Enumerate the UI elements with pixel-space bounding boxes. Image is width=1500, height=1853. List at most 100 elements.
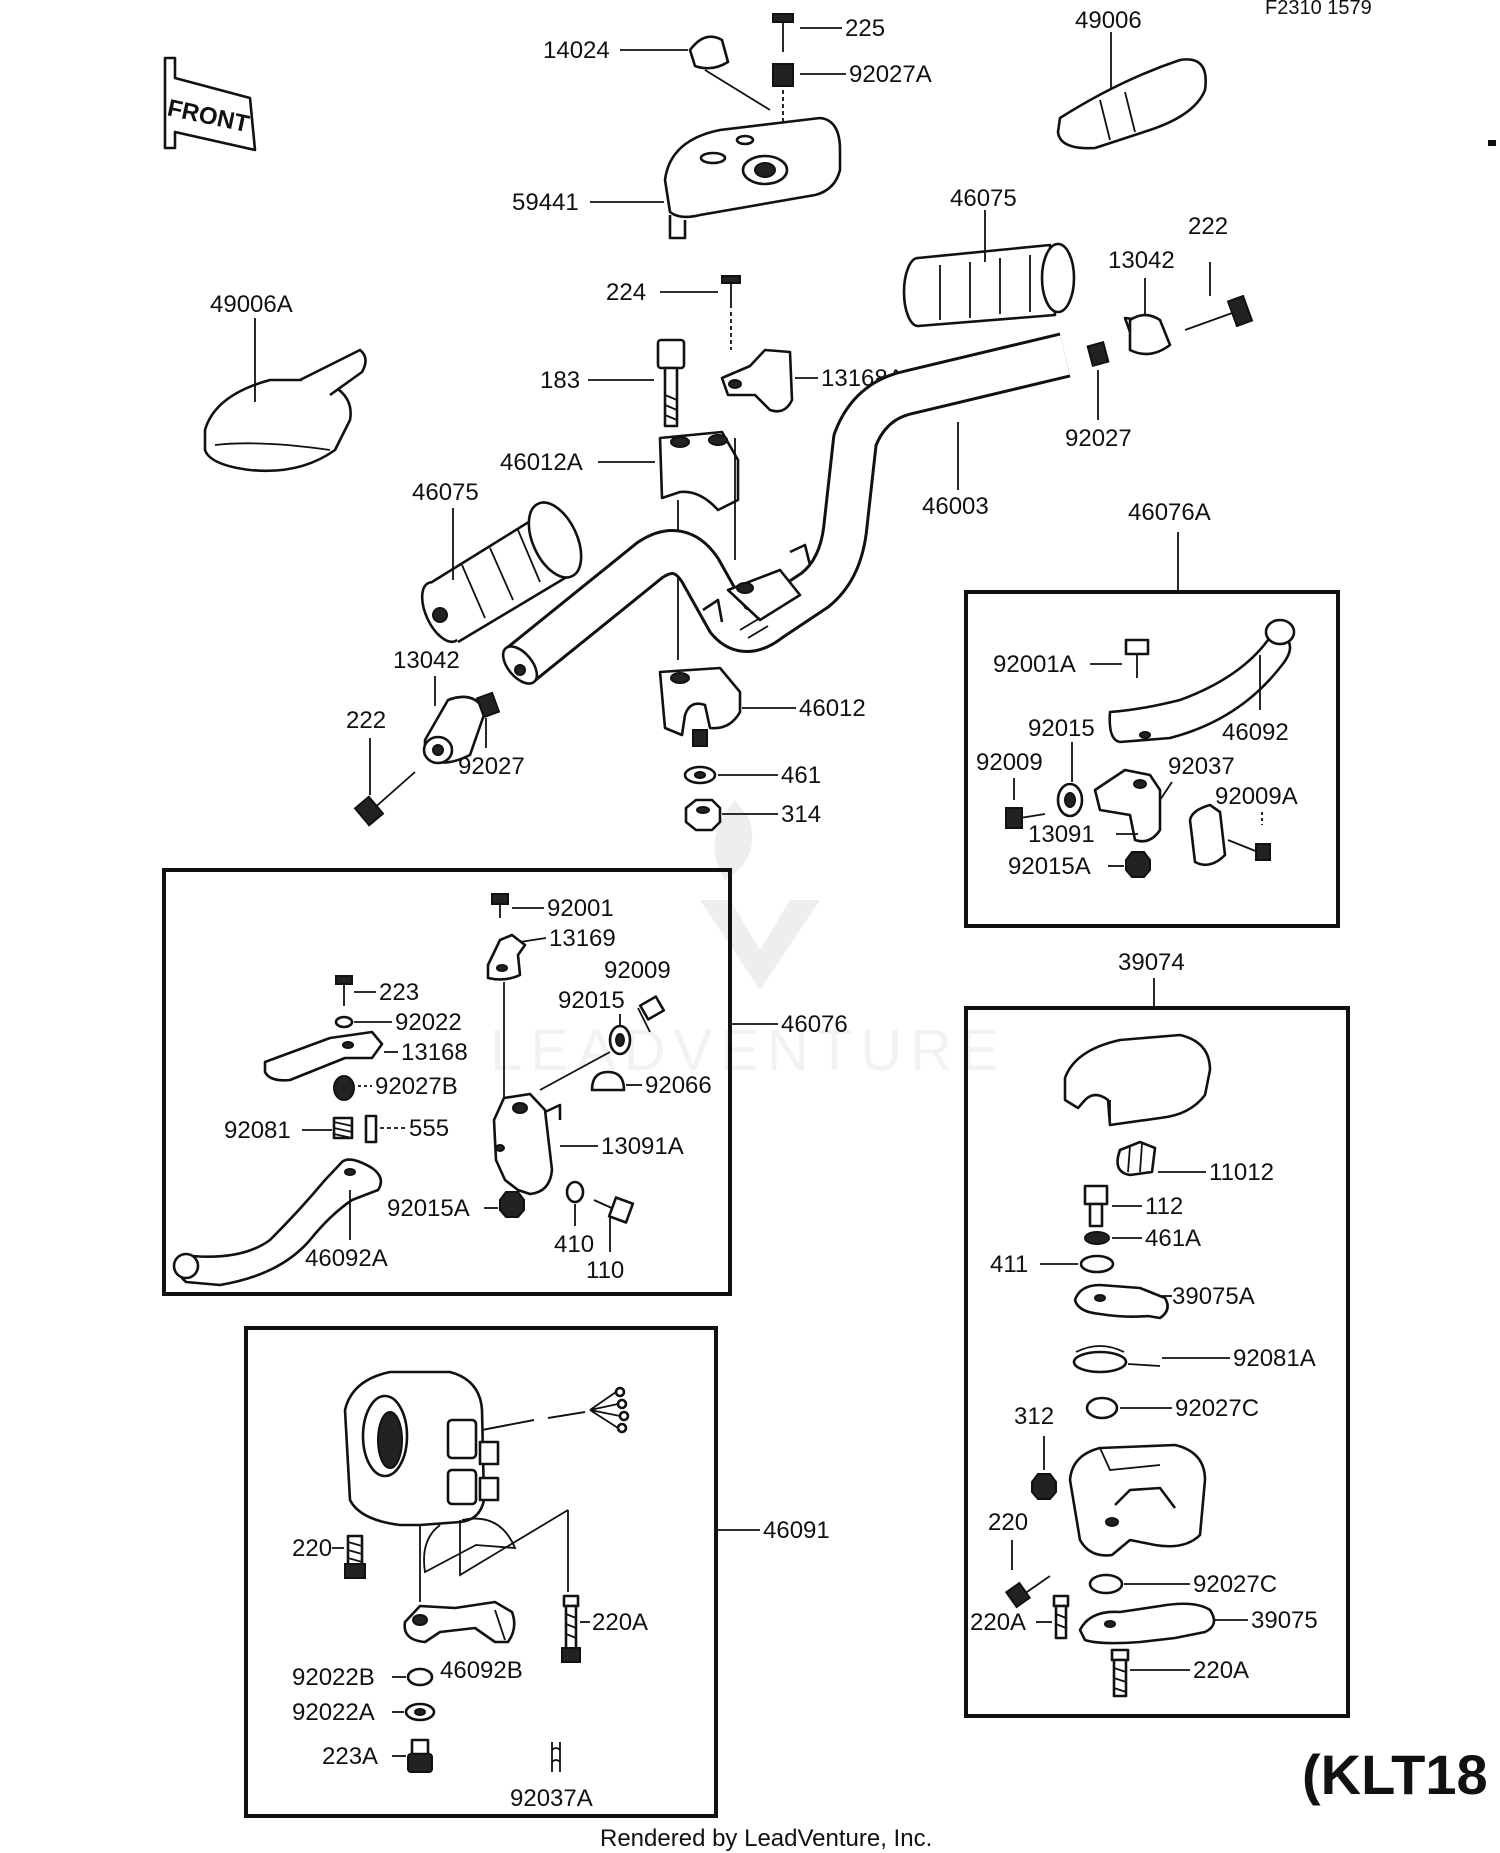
label-92009-upper: 92009 (976, 749, 1043, 776)
grip-46075-right (902, 242, 1076, 328)
clamp-46012 (658, 666, 742, 747)
label-46092B: 46092B (440, 1657, 523, 1684)
collar-92027A (772, 63, 794, 87)
front-arrow-logo: FRONT (163, 56, 257, 152)
watermark-text: LEADVENTURE (490, 1018, 1007, 1083)
bolt-92001A (1124, 638, 1150, 678)
label-92081A: 92081A (1233, 1345, 1316, 1372)
label-13091: 13091 (1028, 821, 1095, 848)
knob-14024 (688, 35, 730, 70)
lever-46092 (1108, 618, 1296, 744)
label-39074: 39074 (1118, 949, 1185, 976)
collar-92027C-upper (1085, 1396, 1119, 1420)
label-14024: 14024 (543, 37, 610, 64)
label-46003: 46003 (922, 493, 989, 520)
label-312: 312 (1014, 1403, 1054, 1430)
box-46076 (162, 868, 732, 1296)
label-92027A: 92027A (849, 61, 932, 88)
screw-220-throttle (1004, 1575, 1051, 1609)
clamp-46012A (658, 430, 740, 512)
label-220-switch: 220 (292, 1535, 332, 1562)
label-92022: 92022 (395, 1009, 462, 1036)
cover-59441 (663, 116, 842, 240)
bracket-13168A (720, 348, 794, 413)
label-13042-left: 13042 (393, 647, 460, 674)
collar-92027-left (475, 691, 501, 719)
collar-92027C-lower (1088, 1573, 1124, 1595)
label-220A-switch: 220A (592, 1609, 648, 1636)
washer-461A (1084, 1231, 1110, 1245)
label-92001: 92001 (547, 895, 614, 922)
label-110: 110 (586, 1257, 624, 1284)
label-314: 314 (781, 801, 821, 828)
label-223A: 223A (322, 1743, 378, 1770)
label-92009-lower: 92009 (604, 957, 671, 984)
label-13168: 13168 (401, 1039, 468, 1066)
label-46076A: 46076A (1128, 499, 1211, 526)
boot-11012 (1116, 1140, 1157, 1177)
label-183: 183 (540, 367, 580, 394)
throttle-housing (1068, 1443, 1207, 1557)
plate-13168 (263, 1030, 384, 1082)
header-code: F2310 1579 (1265, 0, 1372, 19)
label-222-right: 222 (1188, 213, 1228, 240)
label-46075-left: 46075 (412, 479, 479, 506)
nut-92015A-lower (499, 1191, 525, 1218)
screw-220A-upper (1052, 1594, 1070, 1640)
label-92022B: 92022B (292, 1664, 375, 1691)
nut-314 (684, 798, 722, 832)
spring-92037A (551, 1742, 561, 1772)
washer-410 (565, 1180, 585, 1204)
label-222-left: 222 (346, 707, 386, 734)
label-46091: 46091 (763, 1517, 830, 1544)
screw-225 (772, 13, 794, 52)
label-92015A-lower: 92015A (387, 1195, 470, 1222)
label-220A-lower: 220A (1193, 1657, 1249, 1684)
nut-312 (1031, 1473, 1057, 1500)
label-92027-right: 92027 (1065, 425, 1132, 452)
spring-92081 (332, 1116, 354, 1140)
label-92022A: 92022A (292, 1699, 375, 1726)
bolt-222-left (353, 771, 416, 827)
label-92037A: 92037A (510, 1785, 593, 1812)
label-46076: 46076 (781, 1011, 848, 1038)
bracket-13091A (492, 1092, 562, 1196)
screw-220A-switch (561, 1594, 581, 1663)
grip-46075-left (420, 501, 583, 644)
label-46075-right: 46075 (950, 185, 1017, 212)
label-46092: 46092 (1222, 719, 1289, 746)
label-39075A: 39075A (1172, 1283, 1255, 1310)
bracket-13169 (486, 933, 527, 981)
label-225: 225 (845, 15, 885, 42)
label-92001A: 92001A (993, 651, 1076, 678)
label-46012A: 46012A (500, 449, 583, 476)
screw-224 (721, 275, 741, 308)
label-13091A: 13091A (601, 1133, 684, 1160)
screw-223 (335, 975, 353, 1006)
wire-harness (481, 1386, 630, 1434)
label-220A-upper: 220A (970, 1609, 1026, 1636)
nut-92022B (406, 1667, 434, 1687)
cap-92066 (590, 1070, 626, 1092)
label-46092A: 46092A (305, 1245, 388, 1272)
label-92009A: 92009A (1215, 783, 1298, 810)
hand-guard-49006A (203, 348, 367, 473)
label-92081: 92081 (224, 1117, 291, 1144)
label-555: 555 (409, 1115, 449, 1142)
label-92027C-lower: 92027C (1193, 1571, 1277, 1598)
washer-92022 (334, 1015, 354, 1029)
handlebar-46003 (501, 332, 1071, 685)
washer-411 (1079, 1254, 1115, 1274)
box-46091 (244, 1326, 718, 1818)
box-39074 (964, 1006, 1350, 1718)
bolt-110 (593, 1196, 635, 1224)
label-223: 223 (379, 979, 419, 1006)
screw-92009-lower (637, 995, 666, 1033)
footer-credit: Rendered by LeadVenture, Inc. (600, 1825, 932, 1852)
bolt-183 (656, 338, 686, 428)
bolt-92001 (491, 893, 509, 918)
lever-46092A (172, 1158, 383, 1287)
label-92037: 92037 (1168, 753, 1235, 780)
nut-92015A-upper (1125, 851, 1151, 878)
label-461A: 461A (1145, 1225, 1201, 1252)
